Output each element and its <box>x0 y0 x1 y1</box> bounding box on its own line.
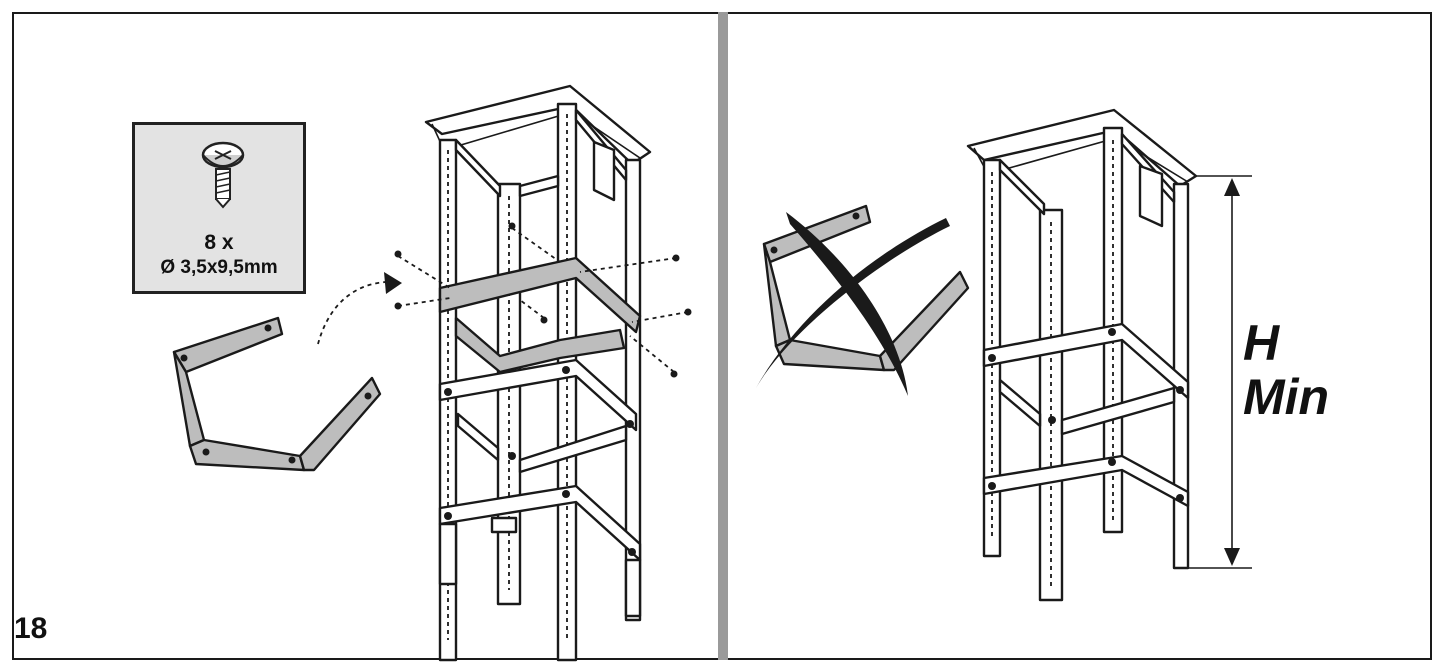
screw-size: Ø 3,5x9,5mm <box>160 257 278 278</box>
height-label-h: H <box>1243 315 1280 371</box>
height-label-min: Min <box>1243 369 1330 425</box>
screw-icon <box>201 141 245 209</box>
screw-guides <box>394 222 692 378</box>
cross-mark-icon <box>756 212 950 396</box>
wrong-bracket <box>762 204 970 372</box>
curved-arrow-icon <box>317 272 402 345</box>
panel-divider <box>718 12 728 660</box>
screw-info-box: 8 x Ø 3,5x9,5mm <box>132 122 306 294</box>
chimney-frame-left <box>394 84 692 662</box>
support-bracket <box>172 316 382 472</box>
height-dimension <box>1188 175 1252 569</box>
chimney-frame-right <box>966 108 1198 602</box>
screw-quantity: 8 x <box>204 231 234 254</box>
step-number: 18 <box>14 612 48 645</box>
